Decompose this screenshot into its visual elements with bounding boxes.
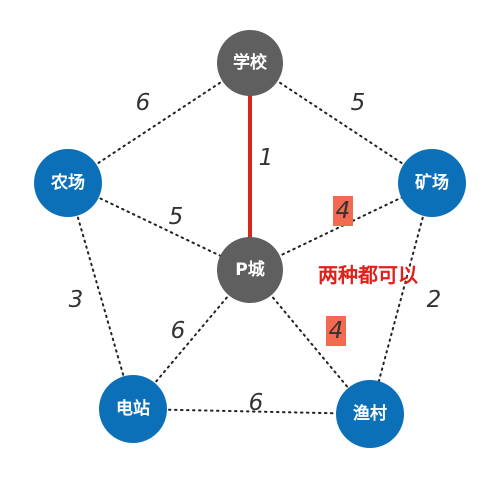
node-village: 渔村: [336, 380, 404, 448]
edge-weight-school-mine: 5: [351, 90, 366, 116]
node-circle-station: [99, 375, 167, 443]
node-circle-farm: [34, 149, 102, 217]
node-farm: 农场: [34, 149, 102, 217]
node-label-pcity: P城: [235, 260, 264, 280]
edge-weight-farm-pcity: 5: [169, 204, 184, 230]
node-circle-mine: [398, 149, 466, 217]
edge-weight-station-village: 6: [249, 390, 264, 416]
edge-farm-pcity: [67, 182, 251, 271]
edge-weight-school-pcity: 1: [259, 145, 274, 171]
node-mine: 矿场: [398, 149, 466, 217]
node-label-school: 学校: [233, 52, 268, 73]
node-circle-village: [336, 380, 404, 448]
edge-station-village: [132, 408, 371, 415]
node-circle-pcity: [217, 237, 283, 303]
edge-mine-village: [369, 182, 433, 415]
node-station: 电站: [99, 375, 167, 443]
node-label-station: 电站: [116, 398, 150, 419]
node-label-mine: 矿场: [415, 172, 449, 193]
node-school: 学校: [217, 30, 283, 96]
edge-weight-pcity-station: 6: [171, 318, 186, 344]
note-both-options: 两种都可以: [318, 263, 418, 287]
edge-school-farm: [67, 62, 251, 184]
edge-weight-farm-station: 3: [69, 287, 84, 313]
edge-school-mine: [249, 62, 433, 184]
weight-badge-pcity-mine: [333, 196, 353, 226]
edge-weight-pcity-village: 4: [329, 318, 344, 344]
edge-weight-school-farm: 6: [136, 90, 151, 116]
edge-weight-mine-village: 2: [427, 287, 442, 313]
node-label-farm: 农场: [50, 172, 85, 193]
edge-weights-layer: 6 5 1 5 3 4 4 6 2 6: [69, 90, 442, 416]
node-pcity: P城: [217, 237, 283, 303]
node-circle-school: [217, 30, 283, 96]
weight-badge-pcity-village: [326, 316, 346, 346]
edge-weight-pcity-mine: 4: [336, 198, 351, 224]
node-label-village: 渔村: [353, 403, 387, 424]
